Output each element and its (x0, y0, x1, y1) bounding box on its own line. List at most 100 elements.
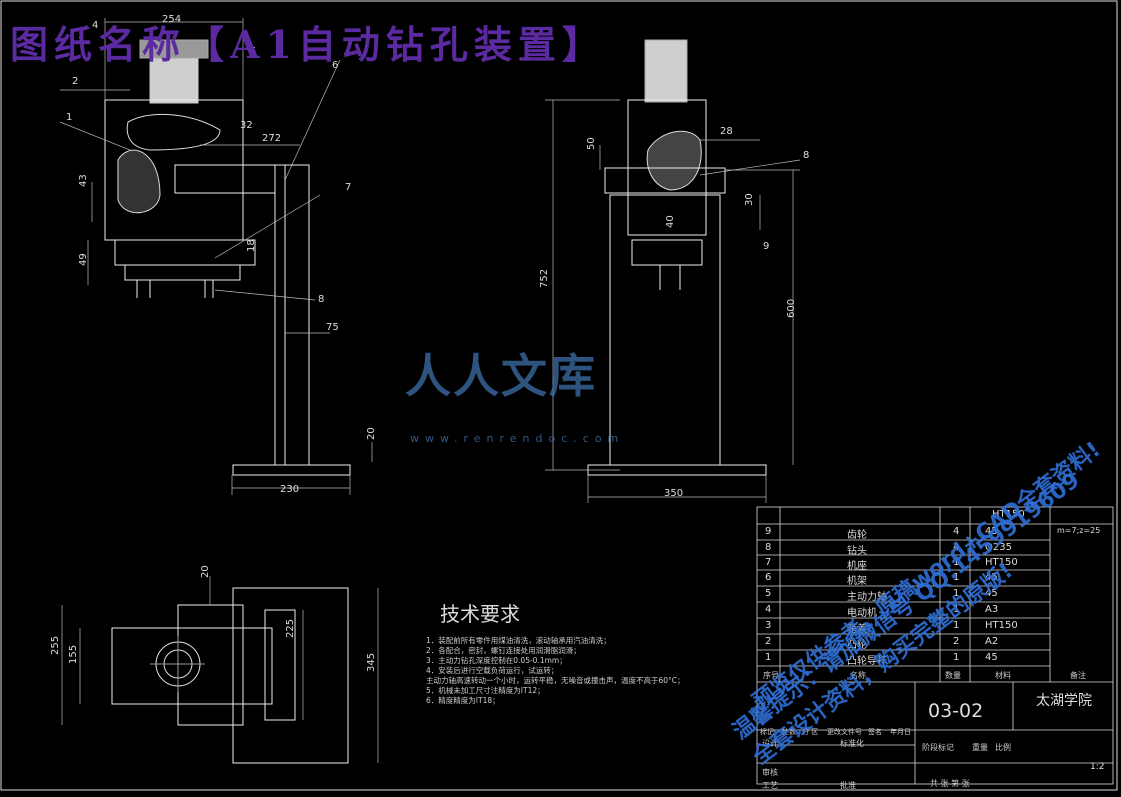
drawing-title: 图纸名称【A1自动钻孔装置】 (10, 22, 606, 67)
top-dimensions (61, 576, 379, 763)
table-cell-name: 机架 (847, 576, 867, 587)
label-craft: 工艺 (762, 781, 778, 790)
dimension-front: 2 (72, 76, 79, 87)
front-dimensions (59, 18, 373, 495)
dimension-side: 28 (720, 126, 733, 137)
dimension-front: 20 (366, 427, 377, 440)
header-note: 备注 (1070, 671, 1086, 680)
front-view (104, 39, 351, 476)
dimension-side: 752 (539, 268, 550, 288)
label-date: 年月日 (890, 728, 911, 736)
tech-item: 6．精度精度为IT18； (426, 696, 500, 705)
label-count: 处数 (782, 728, 796, 736)
dimension-front: 5 (250, 46, 257, 57)
table-cell-qty: 1 (953, 588, 960, 599)
dimension-top: 225 (285, 618, 296, 638)
dimension-top: 345 (366, 652, 377, 672)
dimension-front: 1 (66, 112, 73, 123)
table-cell-no: 5 (765, 588, 772, 599)
header-material: 材料 (995, 671, 1011, 680)
dimension-front: 230 (280, 484, 300, 495)
label-design: 设计 (762, 739, 778, 748)
table-cell-note: m=7;z=25 (1057, 526, 1101, 535)
header-qty: 数量 (945, 671, 961, 680)
dimension-front: 75 (326, 322, 339, 333)
label-weight: 重量 (972, 743, 988, 752)
table-cell-qty: 1 (953, 557, 960, 568)
dimension-side: 30 (744, 193, 755, 206)
table-cell-no: 8 (765, 542, 772, 553)
table-row: 3 箱盖 1 HT150 (757, 620, 1113, 635)
table-cell-material: Q235 (985, 542, 1012, 553)
dimension-side: 9 (763, 241, 770, 252)
tech-requirements-list: 1．装配前所有零件用煤油清洗，滚动轴承用汽油清洗；2．各配合，密封，螺钉连接处用… (426, 636, 685, 706)
dimension-top: 255 (50, 635, 61, 655)
table-cell-no: 2 (765, 636, 772, 647)
table-cell-material: HT150 (985, 557, 1018, 568)
table-cell-no: 1 (765, 652, 772, 663)
table-cell-material: 45 (985, 526, 998, 537)
dimension-front: 254 (162, 14, 182, 25)
drawing-number: 03-02 (928, 700, 984, 722)
watermark-url: www.renrendoc.com (410, 432, 625, 445)
dimension-front: 3 (78, 36, 85, 47)
tech-item: 4．安装后进行空载负荷运行，试运转； (426, 666, 559, 675)
table-cell-qty: 1 (953, 572, 960, 583)
header-no: 序号 (763, 671, 779, 680)
table-cell-material: 45 (985, 588, 998, 599)
table-cell-qty: 4 (953, 526, 960, 537)
dimension-side: 8 (803, 150, 810, 161)
dimension-front: 49 (78, 253, 89, 266)
dimension-front: 18 (246, 239, 257, 252)
table-cell-name: 齿轮 (847, 530, 867, 541)
side-dimensions (545, 99, 801, 503)
dimension-front: 272 (262, 133, 282, 144)
scale-value: 1:2 (1090, 762, 1105, 772)
side-motor (644, 39, 688, 103)
watermark-brand: 人人文库 (405, 349, 597, 403)
table-top-material: HT150 (992, 509, 1025, 520)
table-cell-qty: 2 (953, 636, 960, 647)
dimension-top: 155 (68, 644, 79, 664)
table-cell-no: 6 (765, 572, 772, 583)
dimension-top: 20 (200, 565, 211, 578)
tech-item: 3．主动力钻孔深度控制在0.05-0.1mm； (426, 656, 567, 665)
table-cell-name: 机座 (847, 561, 867, 572)
dimension-side: 600 (786, 298, 797, 318)
table-cell-no: 4 (765, 604, 772, 615)
table-cell-name: 电动机 (847, 608, 877, 619)
top-view (111, 587, 349, 764)
parts-table (756, 506, 1114, 785)
dimension-side: 50 (586, 137, 597, 150)
table-cell-qty: 1 (953, 620, 960, 631)
label-mark: 标记 (760, 728, 774, 736)
table-cell-material: HT150 (985, 620, 1018, 631)
table-cell-qty: 1 (953, 652, 960, 663)
dimension-front: 4 (92, 20, 99, 31)
table-cell-name: 箱盖 (847, 624, 867, 635)
table-cell-name: 凸轮导杆 (847, 656, 887, 667)
table-cell-qty: 4 (953, 542, 960, 553)
table-cell-material: 45 (985, 572, 998, 583)
label-std: 标准化 (840, 739, 864, 748)
table-cell-name: 凸轮 (847, 640, 867, 651)
table-cell-material: 45 (985, 652, 998, 663)
label-approve: 批准 (840, 781, 856, 790)
tech-requirements-heading: 技术要求 (440, 602, 520, 626)
tech-item: 2．各配合，密封，螺钉连接处用润滑脂润滑； (426, 646, 581, 655)
label-zone: 分 区 (802, 728, 819, 736)
label-stage: 阶段标记 (922, 743, 954, 752)
school-name: 太湖学院 (1036, 693, 1092, 709)
dimension-front: 32 (240, 120, 253, 131)
dimension-front: 8 (318, 294, 325, 305)
table-cell-material: A3 (985, 604, 999, 615)
table-cell-no: 3 (765, 620, 772, 631)
